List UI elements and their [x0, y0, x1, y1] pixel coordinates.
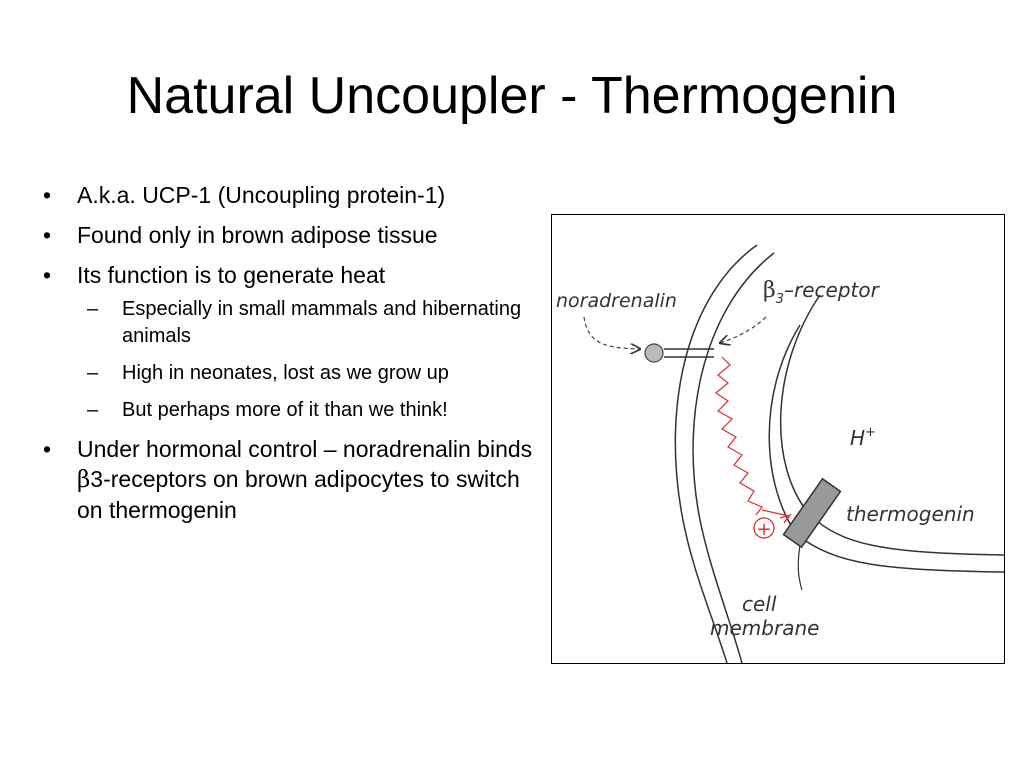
thermogenin-label: thermogenin — [846, 502, 975, 526]
signal-arrow-head — [779, 513, 792, 524]
membrane-label: membrane — [710, 616, 819, 640]
proton-superscript: + — [865, 425, 876, 440]
bullet-text: Its function is to generate heat — [77, 262, 386, 288]
slide-title: Natural Uncoupler - Thermogenin — [126, 67, 898, 125]
diagram-svg: + noradrenalin β3–receptor H+ thermogeni… — [556, 244, 1004, 663]
bullet-item: Found only in brown adipose tissue — [40, 220, 540, 250]
sub-bullet-item: But perhaps more of it than we think! — [77, 397, 540, 424]
bullet-item: Under hormonal control – noradrenalin bi… — [40, 434, 540, 525]
beta-symbol-label: β — [763, 278, 776, 303]
bullet-text-after: 3-receptors on brown adipocytes to switc… — [77, 466, 520, 523]
beta-subscript: 3 — [776, 292, 784, 307]
cell-membrane-inner — [692, 252, 775, 663]
bullet-item: A.k.a. UCP-1 (Uncoupling protein-1) — [40, 180, 540, 210]
noradrenalin-label: noradrenalin — [556, 290, 677, 312]
signal-arrow-line — [761, 509, 790, 517]
activation-plus-sign: + — [756, 519, 771, 540]
sub-bullet-item: High in neonates, lost as we grow up — [77, 360, 540, 387]
noradrenalin-molecule — [644, 343, 664, 363]
cell-label: cell — [742, 592, 777, 616]
beta-receptor-label: β3–receptor — [763, 278, 881, 307]
receptor-text: –receptor — [784, 278, 881, 302]
sub-bullet-item: Especially in small mammals and hibernat… — [77, 296, 540, 350]
sub-bullet-list: Especially in small mammals and hibernat… — [77, 296, 540, 424]
bullet-text: Found only in brown adipose tissue — [77, 222, 438, 248]
mitochondrial-membrane-lower — [797, 544, 803, 591]
receptor-arrow — [720, 316, 767, 343]
proton-label: H+ — [850, 425, 876, 450]
activation-plus-circle — [753, 517, 775, 539]
beta-symbol: β — [77, 467, 91, 493]
thermogenin-protein — [782, 477, 842, 549]
bullet-text-before: Under hormonal control – noradrenalin bi… — [77, 436, 533, 462]
thermogenin-diagram: + noradrenalin β3–receptor H+ thermogeni… — [551, 214, 1005, 664]
noradrenalin-arrow — [583, 316, 640, 349]
cell-membrane-outer — [674, 244, 758, 663]
signal-zigzag — [714, 356, 763, 516]
proton-h: H — [850, 426, 865, 450]
bullet-list: A.k.a. UCP-1 (Uncoupling protein-1) Foun… — [40, 180, 540, 535]
bullet-item: Its function is to generate heat Especia… — [40, 260, 540, 424]
bullet-text: A.k.a. UCP-1 (Uncoupling protein-1) — [77, 182, 446, 208]
